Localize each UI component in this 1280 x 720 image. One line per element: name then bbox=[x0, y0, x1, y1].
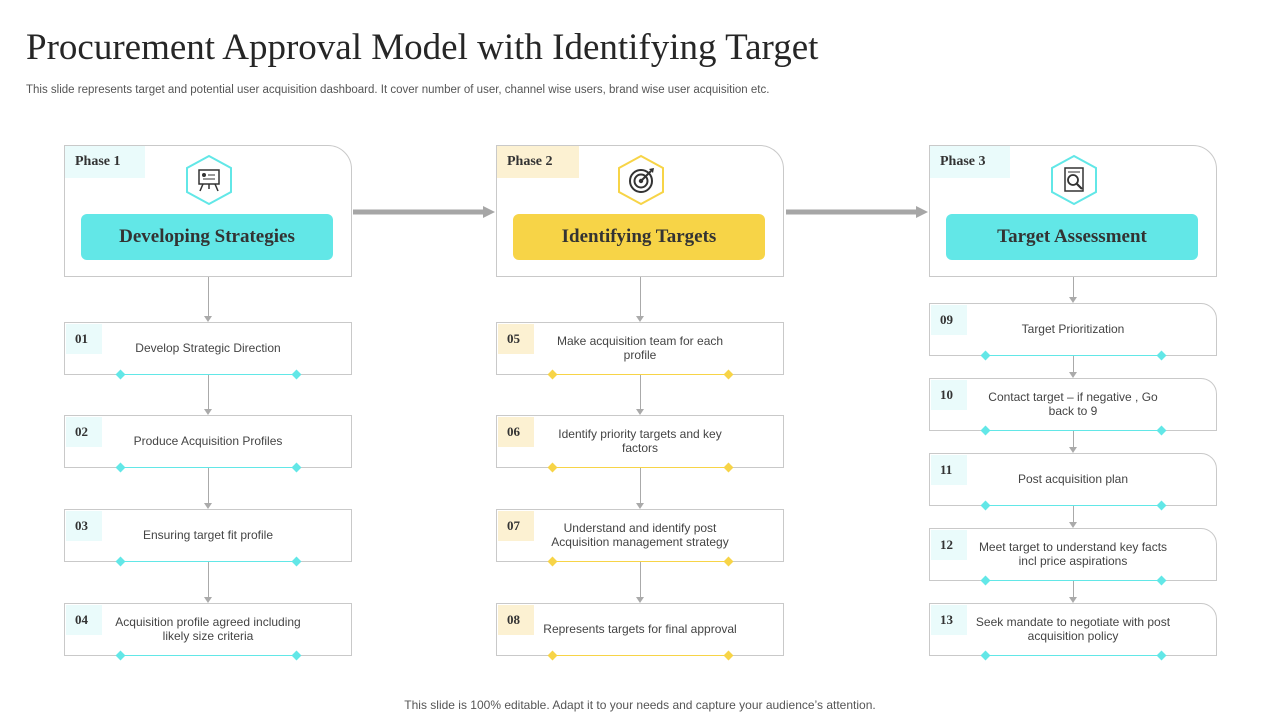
phase-2-to-3-arrow bbox=[786, 206, 928, 218]
step-accent-line bbox=[115, 556, 302, 567]
step-card-12: 12 Meet target to understand key facts i… bbox=[929, 528, 1217, 586]
page-subtitle: This slide represents target and potenti… bbox=[26, 84, 770, 96]
step-accent-line bbox=[115, 369, 302, 380]
step-number: 01 bbox=[66, 324, 102, 354]
step-number: 11 bbox=[931, 455, 967, 485]
step-text: Identify priority targets and key factor… bbox=[558, 427, 722, 455]
connector-arrowhead bbox=[204, 316, 212, 322]
phase-3-tag: Phase 3 bbox=[930, 146, 1010, 178]
connector-line bbox=[640, 375, 641, 410]
step-accent-line bbox=[980, 650, 1167, 661]
step-accent-line bbox=[980, 425, 1167, 436]
step-card-13: 13 Seek mandate to negotiate with post a… bbox=[929, 603, 1217, 661]
connector-arrowhead bbox=[636, 503, 644, 509]
connector-arrowhead bbox=[1069, 447, 1077, 453]
step-accent-line bbox=[547, 650, 734, 661]
step-card-06: 06 Identify priority targets and key fac… bbox=[496, 415, 784, 473]
connector-line bbox=[1073, 277, 1074, 298]
phase-1-to-2-arrow bbox=[353, 206, 495, 218]
step-card-04: 04 Acquisition profile agreed including … bbox=[64, 603, 352, 661]
document-search-icon bbox=[1049, 154, 1099, 206]
connector-arrowhead bbox=[636, 597, 644, 603]
step-number: 07 bbox=[498, 511, 534, 541]
step-text: Ensuring target fit profile bbox=[142, 528, 274, 542]
step-text: Understand and identify post Acquisition… bbox=[551, 521, 729, 549]
page-title: Procurement Approval Model with Identify… bbox=[26, 27, 819, 68]
step-accent-line bbox=[980, 500, 1167, 511]
step-text: Post acquisition plan bbox=[1017, 472, 1129, 486]
phase-1-card: Phase 1 Developing Strategies bbox=[64, 145, 352, 277]
phase-2-title: Identifying Targets bbox=[513, 214, 765, 260]
step-text: Acquisition profile agreed including lik… bbox=[115, 615, 301, 643]
step-accent-line bbox=[980, 350, 1167, 361]
connector-line bbox=[208, 562, 209, 598]
connector-arrowhead bbox=[204, 503, 212, 509]
step-number: 12 bbox=[931, 530, 967, 560]
target-bullseye-icon bbox=[616, 154, 666, 206]
connector-arrowhead bbox=[636, 409, 644, 415]
connector-line bbox=[640, 277, 641, 317]
step-accent-line bbox=[547, 462, 734, 473]
connector-line bbox=[208, 375, 209, 410]
connector-arrowhead bbox=[1069, 597, 1077, 603]
phase-2-card: Phase 2 Identifying Targets bbox=[496, 145, 784, 277]
step-number: 03 bbox=[66, 511, 102, 541]
step-card-11: 11 Post acquisition plan bbox=[929, 453, 1217, 511]
step-number: 04 bbox=[66, 605, 102, 635]
step-accent-line bbox=[547, 369, 734, 380]
connector-arrowhead bbox=[636, 316, 644, 322]
step-text: Target Prioritization bbox=[1021, 322, 1125, 336]
step-text: Represents targets for final approval bbox=[543, 622, 737, 636]
step-text: Contact target – if negative , Go back t… bbox=[988, 390, 1158, 418]
connector-line bbox=[1073, 356, 1074, 373]
step-number: 06 bbox=[498, 417, 534, 447]
step-text: Make acquisition team for each profile bbox=[556, 334, 724, 362]
step-number: 05 bbox=[498, 324, 534, 354]
connector-line bbox=[640, 562, 641, 598]
step-number: 09 bbox=[931, 305, 967, 335]
phase-3-card: Phase 3 Target Assessment bbox=[929, 145, 1217, 277]
footer-note: This slide is 100% editable. Adapt it to… bbox=[404, 698, 876, 712]
phase-2-tag: Phase 2 bbox=[497, 146, 579, 178]
step-text: Seek mandate to negotiate with post acqu… bbox=[975, 615, 1171, 643]
step-number: 02 bbox=[66, 417, 102, 447]
connector-arrowhead bbox=[1069, 522, 1077, 528]
step-card-03: 03 Ensuring target fit profile bbox=[64, 509, 352, 567]
phase-1-tag: Phase 1 bbox=[65, 146, 145, 178]
step-card-08: 08 Represents targets for final approval bbox=[496, 603, 784, 661]
step-card-01: 01 Develop Strategic Direction bbox=[64, 322, 352, 380]
connector-line bbox=[640, 468, 641, 504]
step-card-10: 10 Contact target – if negative , Go bac… bbox=[929, 378, 1217, 436]
connector-line bbox=[208, 277, 209, 317]
connector-line bbox=[208, 468, 209, 504]
phase-1-title: Developing Strategies bbox=[81, 214, 333, 260]
phase-3-title: Target Assessment bbox=[946, 214, 1198, 260]
connector-arrowhead bbox=[204, 409, 212, 415]
presentation-board-icon bbox=[184, 154, 234, 206]
step-number: 08 bbox=[498, 605, 534, 635]
connector-arrowhead bbox=[1069, 372, 1077, 378]
connector-line bbox=[1073, 506, 1074, 523]
step-accent-line bbox=[980, 575, 1167, 586]
step-card-07: 07 Understand and identify post Acquisit… bbox=[496, 509, 784, 567]
connector-arrowhead bbox=[1069, 297, 1077, 303]
connector-line bbox=[1073, 581, 1074, 598]
step-accent-line bbox=[115, 462, 302, 473]
connector-arrowhead bbox=[204, 597, 212, 603]
step-card-02: 02 Produce Acquisition Profiles bbox=[64, 415, 352, 473]
step-number: 13 bbox=[931, 605, 967, 635]
step-text: Produce Acquisition Profiles bbox=[133, 434, 283, 448]
step-text: Develop Strategic Direction bbox=[135, 341, 281, 355]
step-accent-line bbox=[115, 650, 302, 661]
step-card-09: 09 Target Prioritization bbox=[929, 303, 1217, 361]
step-accent-line bbox=[547, 556, 734, 567]
step-text: Meet target to understand key facts incl… bbox=[978, 540, 1168, 568]
step-number: 10 bbox=[931, 380, 967, 410]
step-card-05: 05 Make acquisition team for each profil… bbox=[496, 322, 784, 380]
connector-line bbox=[1073, 431, 1074, 448]
